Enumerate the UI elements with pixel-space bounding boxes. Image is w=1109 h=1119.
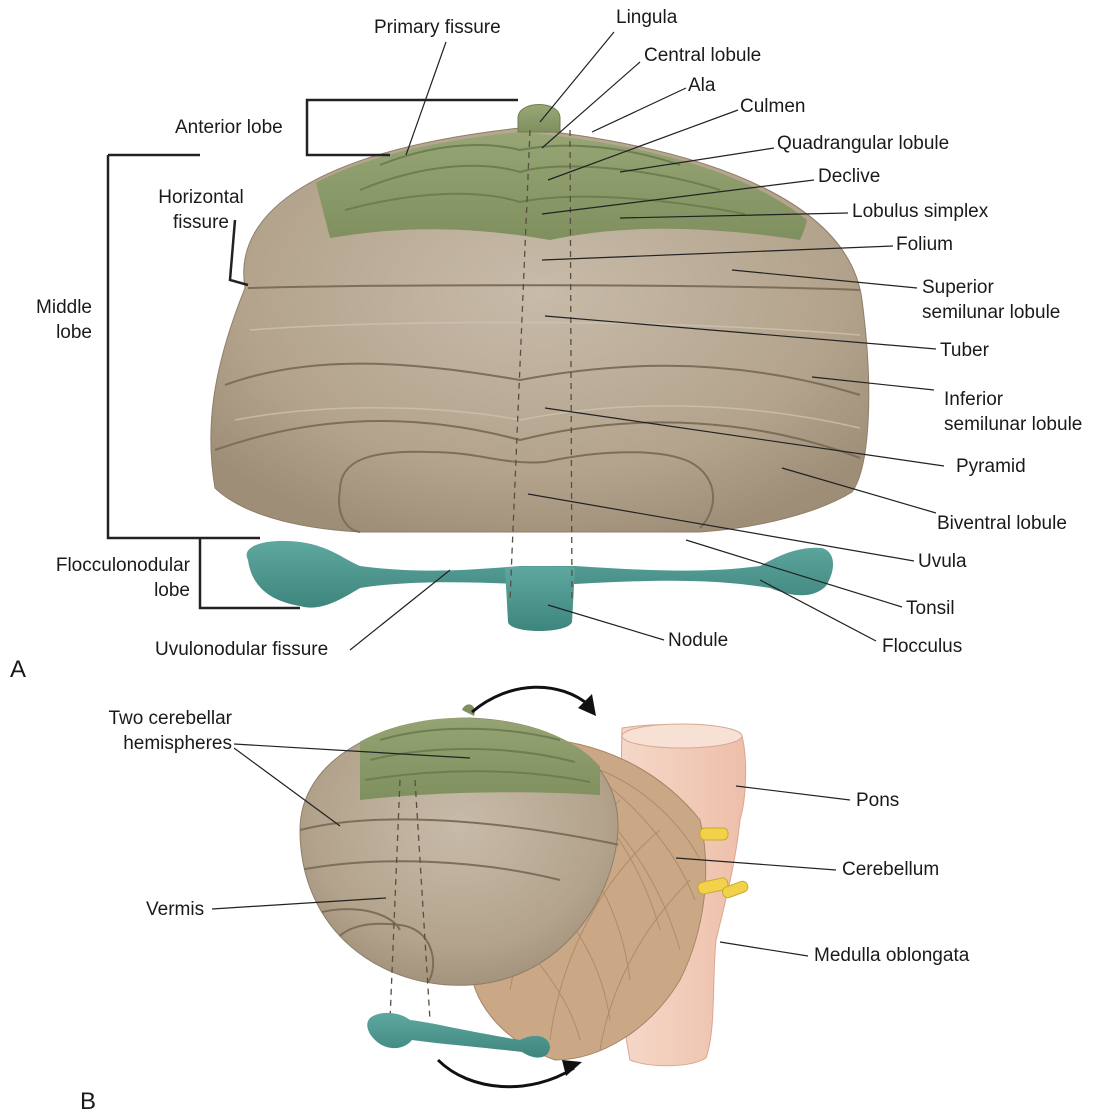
label-inferior-semilunar-line1: Inferior [944, 387, 1082, 412]
label-lingula: Lingula [616, 5, 677, 30]
label-horizontal-fissure-line2: fissure [126, 210, 276, 235]
label-folium: Folium [896, 232, 953, 257]
label-biventral-lobule: Biventral lobule [937, 511, 1067, 536]
label-uvula: Uvula [918, 549, 967, 574]
label-flocculonodular-line2: lobe [20, 578, 190, 603]
label-horizontal-fissure: Horizontal fissure [126, 185, 276, 235]
label-middle-lobe-line2: lobe [12, 320, 92, 345]
label-lobulus-simplex: Lobulus simplex [852, 199, 988, 224]
label-uvulonodular-fissure: Uvulonodular fissure [155, 637, 328, 662]
label-flocculonodular-line1: Flocculonodular [20, 553, 190, 578]
label-declive: Declive [818, 164, 880, 189]
label-horizontal-fissure-line1: Horizontal [126, 185, 276, 210]
label-inferior-semilunar-line2: semilunar lobule [944, 412, 1082, 437]
label-pons: Pons [856, 788, 899, 813]
label-two-hemispheres-line2: hemispheres [80, 731, 232, 756]
label-middle-lobe: Middle lobe [12, 295, 92, 345]
label-superior-semilunar-lobule: Superior semilunar lobule [922, 275, 1060, 325]
label-flocculonodular-lobe: Flocculonodular lobe [20, 553, 190, 603]
label-flocculus: Flocculus [882, 634, 962, 659]
label-two-hemispheres-line1: Two cerebellar [80, 706, 232, 731]
label-vermis: Vermis [146, 897, 204, 922]
label-pyramid: Pyramid [956, 454, 1026, 479]
label-culmen: Culmen [740, 94, 805, 119]
label-tonsil: Tonsil [906, 596, 955, 621]
label-central-lobule: Central lobule [644, 43, 761, 68]
label-superior-semilunar-line2: semilunar lobule [922, 300, 1060, 325]
label-middle-lobe-line1: Middle [12, 295, 92, 320]
label-quadrangular-lobule: Quadrangular lobule [777, 131, 949, 156]
label-superior-semilunar-line1: Superior [922, 275, 1060, 300]
panel-letter-b: B [80, 1088, 96, 1116]
label-ala: Ala [688, 73, 715, 98]
label-nodule: Nodule [668, 628, 728, 653]
label-medulla-oblongata: Medulla oblongata [814, 943, 969, 968]
label-two-cerebellar-hemispheres: Two cerebellar hemispheres [80, 706, 232, 756]
label-tuber: Tuber [940, 338, 989, 363]
label-primary-fissure: Primary fissure [374, 15, 501, 40]
panel-letter-a: A [10, 656, 26, 684]
label-inferior-semilunar-lobule: Inferior semilunar lobule [944, 387, 1082, 437]
label-cerebellum: Cerebellum [842, 857, 939, 882]
label-anterior-lobe: Anterior lobe [175, 115, 283, 140]
